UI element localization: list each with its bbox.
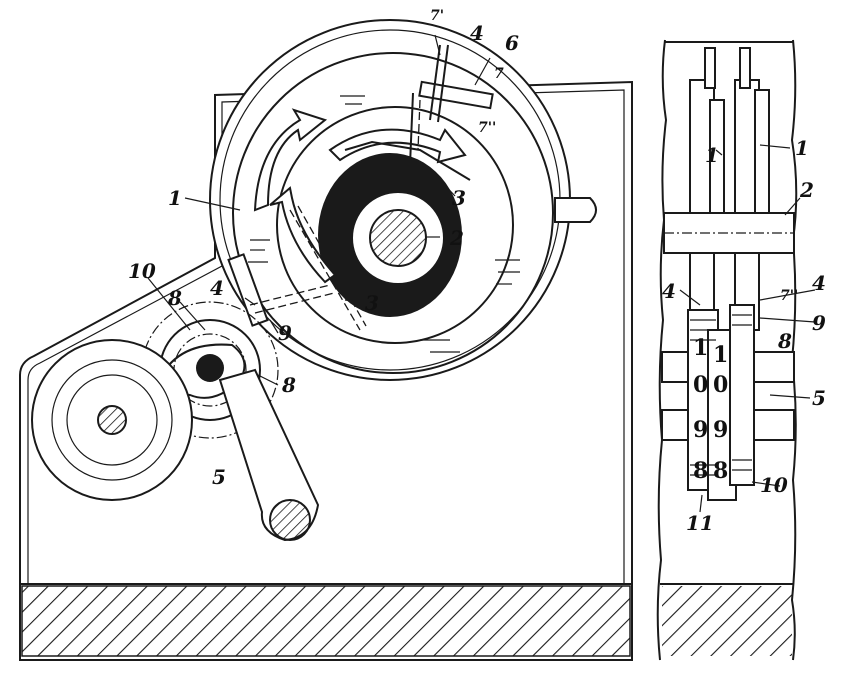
counter-digit-left-3: 9 [693, 417, 708, 443]
curved-arrow-left [253, 108, 328, 212]
cam-lower-rod-2 [297, 205, 367, 327]
label-shaft: 2 [449, 226, 464, 250]
counter-digit-left-1: 1 [693, 335, 708, 361]
side-label-frame-b: 1 [795, 136, 809, 160]
pawl-upper-rod-2 [437, 44, 449, 123]
roll-ring [51, 359, 173, 481]
side-label-pawl-left: 4 [662, 279, 676, 303]
side-outline-left [656, 39, 668, 661]
counter-digit-left-4: 8 [693, 458, 708, 484]
roll-ring-2 [66, 374, 158, 466]
label-arm: 9 [278, 321, 292, 345]
counter-digit-right-3: 9 [713, 417, 728, 443]
cam-upper [344, 140, 471, 181]
counter-digit-right-1: 1 [713, 342, 728, 368]
side-post-b [739, 47, 751, 89]
wheel-10-outer [141, 301, 279, 439]
label-pin-upper: 7' [430, 8, 444, 24]
wheel-10-hub [196, 354, 224, 382]
label-pin-small: 7 [494, 66, 504, 82]
curved-arrow-lower [269, 186, 337, 284]
label-cam-lower: 3 [365, 291, 379, 315]
shaft-section [369, 209, 427, 267]
roll-axle [97, 405, 127, 435]
side-label-frame-a: 1 [705, 143, 719, 167]
side-outline-right [790, 39, 798, 661]
side-label-shaft: 2 [799, 178, 814, 202]
side-post-a [704, 47, 716, 89]
counter-digit-left-2: 0 [693, 372, 708, 398]
side-label-pin: 7'' [780, 288, 798, 304]
label-link-a: 8 [167, 286, 182, 310]
side-leader-lines [679, 144, 816, 513]
pawl-lower-dash [249, 284, 331, 306]
side-base-hatch [662, 586, 792, 656]
cam-lower-rod [289, 209, 361, 331]
curved-arrow-top [328, 128, 467, 164]
drum-rim [232, 52, 554, 374]
side-frame-bar-d [754, 89, 770, 221]
counter-teeth [690, 314, 752, 476]
side-label-pawl-right: 4 [812, 271, 826, 295]
label-link-b: 8 [281, 373, 296, 397]
label-pin-mid: 7'' [478, 120, 496, 136]
label-frame: 1 [168, 186, 182, 210]
side-label-lever: 5 [812, 386, 826, 410]
cam-upper-arm [409, 92, 414, 166]
side-label-link: 8 [777, 329, 792, 353]
counter-wheel-right [729, 304, 755, 486]
label-spring: 6 [505, 31, 519, 55]
pawl-bar-lower [227, 253, 269, 327]
lever-5-end [269, 499, 311, 541]
counter-digit-right-2: 0 [713, 372, 728, 398]
main-view: 1 2 3 3 4 4 5 6 7' 7'' 7 8 8 9 10 [19, 8, 633, 661]
side-label-counter: 11 [686, 511, 714, 535]
label-pawl-lower: 4 [210, 276, 224, 300]
label-cam-upper: 3 [452, 186, 466, 210]
side-label-wheel: 10 [760, 473, 788, 497]
pawl-bar-upper [418, 80, 494, 110]
pawl-lower-dash-2 [254, 292, 335, 314]
counter-digit-right-4: 8 [713, 458, 728, 484]
shaft-stub [554, 197, 597, 223]
drum-shading [248, 95, 520, 353]
label-lever: 5 [212, 465, 226, 489]
pawl-upper-rod [429, 44, 441, 121]
base-hatch [21, 585, 631, 657]
drum-inner [276, 106, 514, 344]
cam-upper-dash [417, 99, 421, 151]
wheel-10-cam [153, 343, 246, 399]
leader-lines [147, 34, 491, 386]
side-label-arm: 9 [812, 311, 826, 335]
label-pawl-upper: 4 [470, 21, 484, 45]
label-wheel: 10 [128, 259, 156, 283]
side-view: 1 0 9 8 1 0 9 8 1 1 2 4 4 7'' 8 9 5 10 [656, 39, 826, 661]
